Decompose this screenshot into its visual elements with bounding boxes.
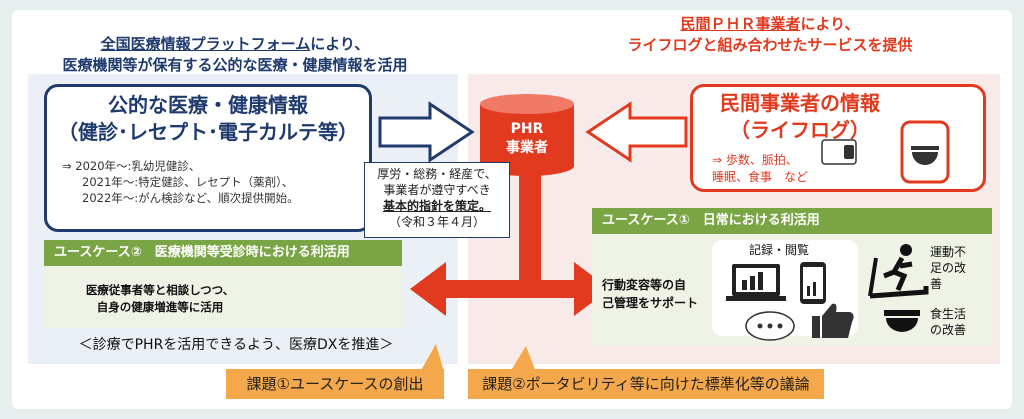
public-header-line2: 医療機関等が保有する公的な医療・健康情報を活用 <box>62 56 408 74</box>
platform-name: 全国医療情報プラットフォーム <box>100 35 311 53</box>
phr-operator-label: PHR 事業者 <box>480 120 574 158</box>
use-case-2-text-line2: 自身の健康増進等に活用 <box>96 300 224 314</box>
timeline-item: 2021年～:特定健診、レセプト（薬剤）、 <box>82 175 294 189</box>
guideline-bold-line: 基本的指針を策定。 <box>382 199 491 213</box>
medical-dx-statement: ＜診療でPHRを活用できるよう、医療DXを推進＞ <box>78 337 394 353</box>
diet-label-line2: の改善 <box>930 323 967 337</box>
private-header-line2: ライフログと組み合わせたサービスを提供 <box>627 36 913 54</box>
private-info-title: 民間事業者の情報 （ライフログ） <box>700 90 900 144</box>
wearable-icon <box>821 139 857 165</box>
public-header-suffix: により、 <box>310 35 370 53</box>
private-section-header: 民間ＰＨＲ事業者により、 ライフログと組み合わせたサービスを提供 <box>560 14 980 56</box>
phr-vertical-connector <box>519 170 541 288</box>
guideline-line2: 事業者が遵守すべき <box>383 183 491 197</box>
use-case-2-text-line1: 医療従事者等と相談しつつ、 <box>85 283 235 297</box>
public-info-title-line1: 公的な医療・健康情報 <box>108 93 308 117</box>
diet-improvement-label: 食生活 の改善 <box>930 306 990 338</box>
phr-horizontal-connector <box>444 280 584 298</box>
use-case-2-box <box>44 266 402 328</box>
guideline-line1: 厚労・総務・経産で、 <box>377 167 497 181</box>
private-info-items: ⇒ 歩数、脈拍、 睡眠、食事 など <box>712 152 852 186</box>
diet-label-line1: 食生活 <box>930 307 967 321</box>
use-case-1-text-line1: 行動変容等の自 <box>602 278 687 292</box>
use-case-2-text: 医療従事者等と相談しつつ、 自身の健康増進等に活用 <box>60 282 260 316</box>
phr-label-line2: 事業者 <box>506 140 548 156</box>
private-to-phr-arrow <box>585 101 688 163</box>
left-arrowhead <box>410 262 446 316</box>
phr-label-line1: PHR <box>510 121 544 137</box>
public-info-title-line2: （健診･レセプト･電子カルテ等） <box>58 120 358 144</box>
exercise-label-line2: 足の改 <box>930 261 967 275</box>
private-info-title-line2: （ライフログ） <box>730 118 870 142</box>
use-case-1-text-line2: 己管理をサポート <box>602 296 699 310</box>
lifelog-items-line2: 睡眠、食事 など <box>712 170 809 184</box>
lifelog-items-line1: ⇒ 歩数、脈拍、 <box>712 153 798 167</box>
exercise-improvement-label: 運動不 足の改 善 <box>930 244 990 292</box>
timeline-item: 2022年～:がん検診など、順次提供開始。 <box>82 191 299 205</box>
exercise-label-line1: 運動不 <box>930 245 967 259</box>
use-case-1-title: ユースケース① 日常における利活用 <box>592 208 992 234</box>
public-info-box <box>44 84 372 232</box>
phr-database-icon <box>480 94 574 176</box>
exercise-label-line3: 善 <box>930 277 943 291</box>
timeline-item: ⇒ 2020年～:乳幼児健診、 <box>62 159 201 173</box>
issue-1-callout: 課題①ユースケースの創出 <box>226 369 444 399</box>
private-info-title-line1: 民間事業者の情報 <box>720 91 880 115</box>
issue-2-callout: 課題②ポータビリティ等に向けた標準化等の議論 <box>468 369 824 399</box>
smartphone-food-icon <box>900 120 950 184</box>
private-header-suffix: により、 <box>800 15 860 33</box>
public-section-header: 全国医療情報プラットフォームにより、 医療機関等が保有する公的な医療・健康情報を… <box>30 34 440 76</box>
public-to-phr-arrow <box>378 101 475 163</box>
public-info-title: 公的な医療・健康情報 （健診･レセプト･電子カルテ等） <box>44 92 372 146</box>
use-case-1-text: 行動変容等の自 己管理をサポート <box>602 276 710 312</box>
guideline-note-box: 厚労・総務・経産で、 事業者が遵守すべき 基本的指針を策定。 （令和３年４月） <box>364 162 510 238</box>
guideline-date: （令和３年４月） <box>388 215 485 229</box>
record-view-label: 記録・閲覧 <box>748 243 809 257</box>
phr-operator-name: 民間ＰＨＲ事業者 <box>680 15 801 33</box>
use-case-2-title: ユースケース② 医療機関等受診時における利活用 <box>44 240 402 266</box>
public-info-timeline: ⇒ 2020年～:乳幼児健診、 2021年～:特定健診、レセプト（薬剤）、 20… <box>62 158 362 206</box>
